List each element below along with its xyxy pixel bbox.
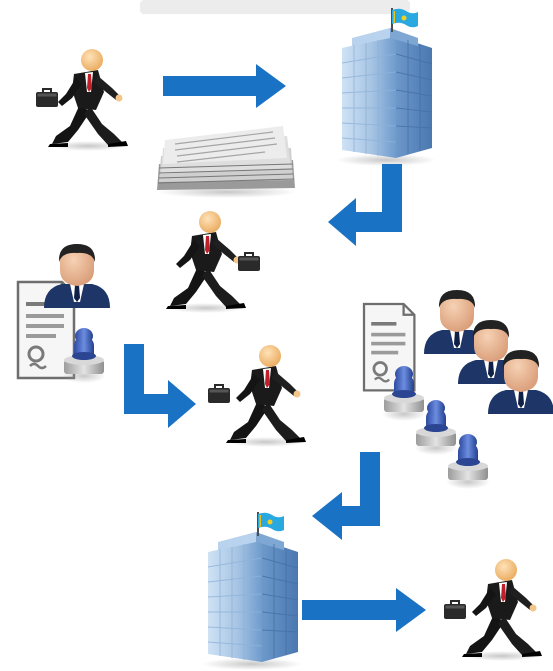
flow-arrow-icon (312, 452, 380, 540)
applicant-leaving-icon (443, 559, 542, 661)
office-building-icon (201, 511, 303, 671)
paper-stack-icon (157, 126, 297, 198)
header-strip (140, 0, 410, 14)
office-building-icon (335, 7, 437, 167)
applicant-returning-icon (166, 211, 261, 313)
flow-arrow-icon (124, 344, 196, 428)
applicant-walking-icon (35, 49, 128, 151)
flow-arrow-icon (163, 64, 286, 108)
flow-arrow-icon (302, 588, 426, 632)
applicant-with-document-icon (207, 345, 306, 447)
official-avatar-icon (44, 244, 110, 308)
flow-arrow-icon (328, 164, 402, 246)
